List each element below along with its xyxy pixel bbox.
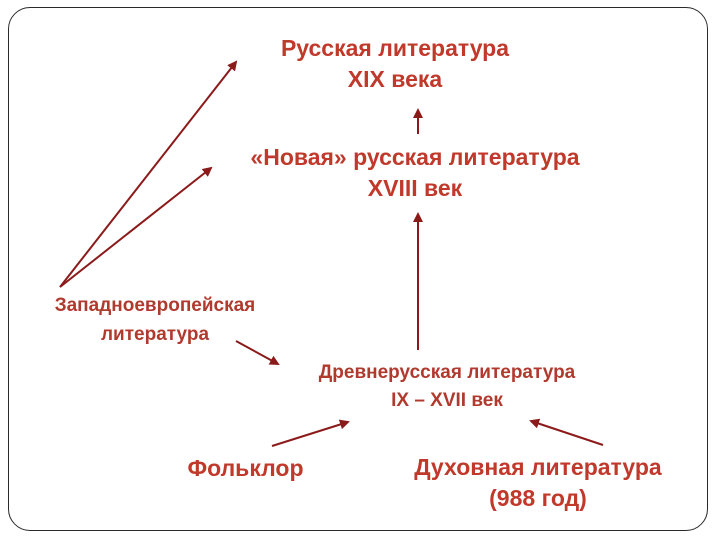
node-spiritual-literature: Духовная литература (988 год) <box>368 452 708 514</box>
node-russian-19-line2: XIX века <box>347 66 443 92</box>
node-old-russian-literature: Древнерусская литература IX – XVII век <box>262 359 632 415</box>
node-spiritual-line2: (988 год) <box>489 485 587 511</box>
arrow-spiritual-to-old-russian <box>529 418 604 446</box>
node-russian-literature-19th: Русская литература XIX века <box>225 33 565 95</box>
arrow-folklore-to-old-russian <box>271 419 350 447</box>
node-western-line2: литература <box>100 324 210 345</box>
node-new-18-line2: XVIII век <box>367 175 463 201</box>
slide-frame <box>8 7 708 531</box>
node-new-russian-literature-18th: «Новая» русская литература XVIII век <box>185 142 645 204</box>
arrow-west-to-old-russian <box>235 340 280 365</box>
node-western-european-literature: Западноевропейская литература <box>5 291 305 349</box>
node-old-russian-line1: Древнерусская литература <box>318 362 576 383</box>
node-western-line1: Западноевропейская <box>54 295 256 316</box>
node-new-18-line1: «Новая» русская литература <box>250 144 580 170</box>
node-russian-19-line1: Русская литература <box>280 35 510 61</box>
node-spiritual-line1: Духовная литература <box>414 454 662 480</box>
node-folklore: Фольклор <box>158 453 333 484</box>
node-old-russian-line2: IX – XVII век <box>391 390 503 411</box>
arrow-west-to-new-russian-18 <box>59 166 213 288</box>
arrow-west-to-russian-19 <box>59 60 238 288</box>
node-folklore-line1: Фольклор <box>187 455 304 481</box>
